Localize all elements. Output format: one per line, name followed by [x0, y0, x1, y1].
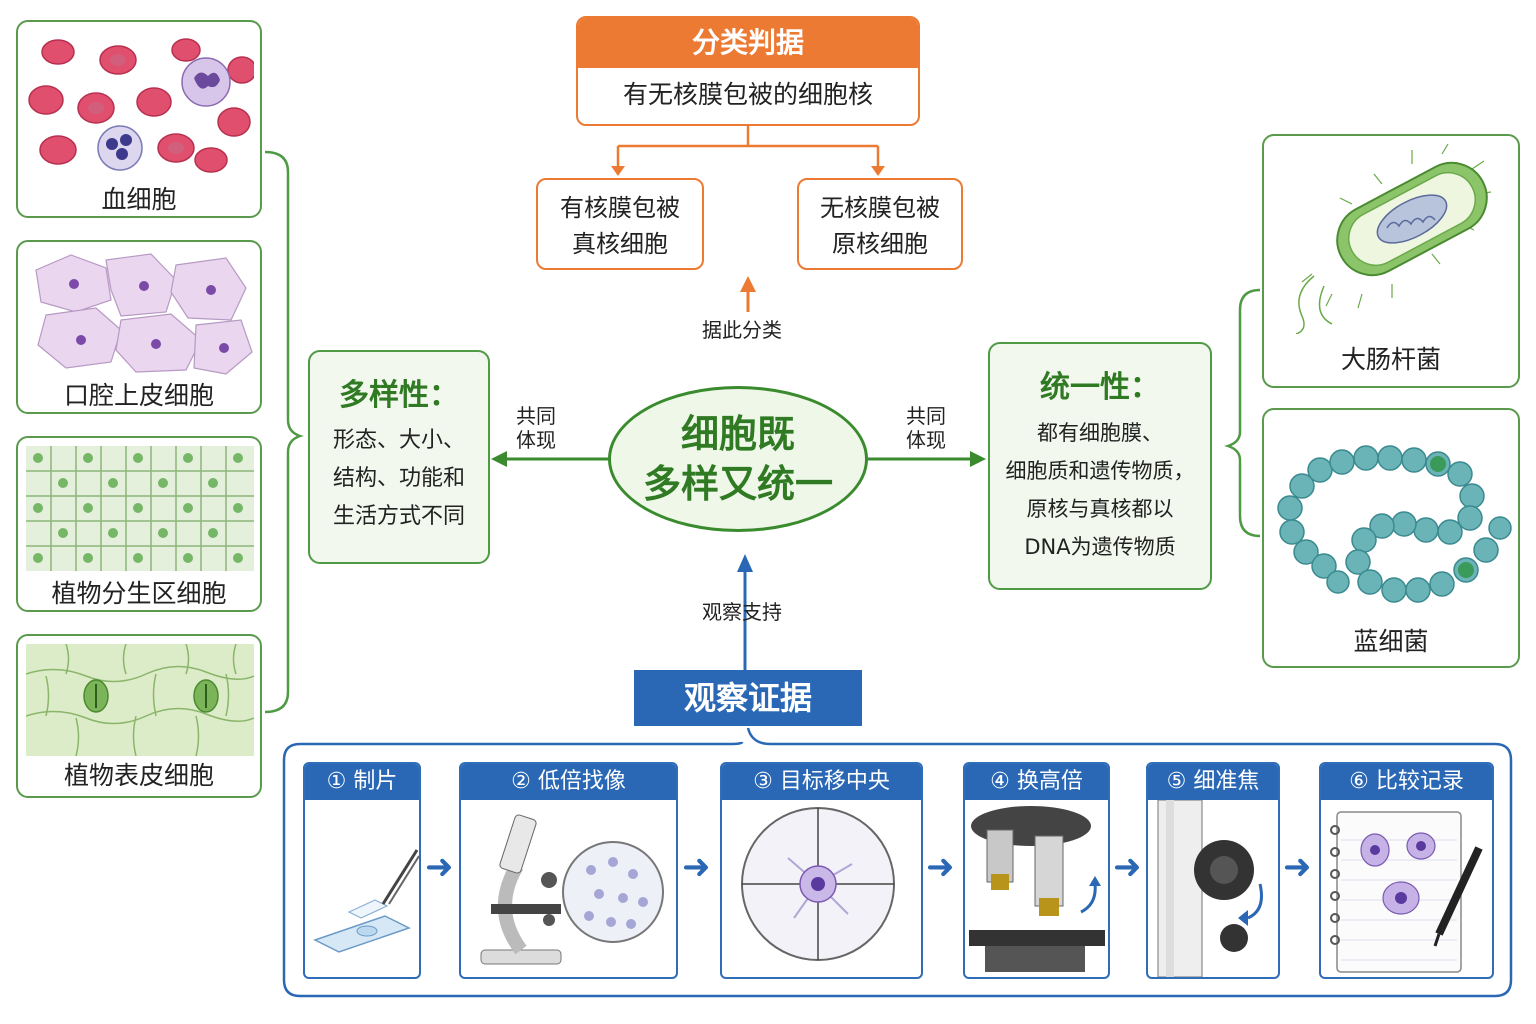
step-low-power: ② 低倍找像: [459, 762, 678, 979]
step-make-slide: ① 制片: [303, 762, 421, 979]
cyanobacteria-illustration: [1277, 445, 1512, 603]
card-blood-cell: 血细胞: [16, 20, 262, 218]
step-arrow-1: ➜: [425, 847, 454, 887]
caption-ecoli: 大肠杆菌: [1340, 345, 1441, 374]
card-cyanobacteria: 蓝细菌: [1262, 408, 1520, 668]
slide-making-icon: [313, 849, 419, 953]
step-6-header: ⑥ 比较记录: [1321, 764, 1492, 800]
caption-oral-epithelial: 口腔上皮细胞: [63, 381, 214, 410]
common-left-line2: 体现: [516, 428, 556, 452]
oral-epithelial-illustration: [35, 253, 253, 375]
center-ellipse: 细胞既 多样又统一: [608, 386, 868, 532]
card-oral-epithelial: 口腔上皮细胞: [16, 240, 262, 414]
criterion-box: 分类判据 有无核膜包被的细胞核: [576, 16, 920, 126]
caption-meristem: 植物分生区细胞: [51, 579, 227, 608]
prokaryote-box: 无核膜包被 原核细胞: [797, 178, 963, 270]
fine-focus-knob-icon: [1157, 799, 1263, 977]
support-label: 观察支持: [702, 600, 782, 624]
step-3-header: ③ 目标移中央: [722, 764, 921, 800]
card-epidermis: 植物表皮细胞: [16, 634, 262, 798]
caption-blood-cell: 血细胞: [101, 185, 177, 214]
caption-cyanobacteria: 蓝细菌: [1353, 627, 1429, 656]
diversity-line3: 生活方式不同: [332, 504, 465, 529]
unity-title: 统一性：: [1040, 370, 1160, 405]
common-right-line2: 体现: [906, 428, 946, 452]
common-left-label: 共同 体现: [516, 404, 556, 452]
common-right-line1: 共同: [906, 404, 946, 428]
step-2-header: ② 低倍找像: [461, 764, 676, 800]
step-center-target: ③ 目标移中央: [720, 762, 923, 979]
evidence-title: 观察证据: [634, 670, 862, 726]
microscope-low-icon: [480, 814, 664, 965]
diversity-line1: 形态、大小、: [332, 428, 465, 453]
eukaryote-line1: 有核膜包被: [560, 194, 680, 222]
unity-line3: 原核与真核都以: [1026, 497, 1174, 521]
unity-line2: 细胞质和遗传物质，: [1005, 459, 1195, 483]
card-meristem: 植物分生区细胞: [16, 436, 262, 612]
step-arrow-4: ➜: [1113, 847, 1142, 887]
notebook-icon: [1330, 811, 1483, 973]
common-right-label: 共同 体现: [906, 404, 946, 452]
step-fine-focus: ⑤ 细准焦: [1146, 762, 1280, 979]
caption-epidermis: 植物表皮细胞: [63, 761, 214, 790]
objective-lens-icon: [969, 806, 1105, 972]
unity-box: 统一性： 都有细胞膜、 细胞质和遗传物质， 原核与真核都以 DNA为遗传物质: [988, 342, 1212, 590]
meristem-illustration: [26, 446, 254, 571]
common-left-line1: 共同: [516, 404, 556, 428]
prokaryote-line1: 无核膜包被: [820, 194, 940, 222]
center-line2: 多样又统一: [642, 462, 833, 506]
prokaryote-line2: 原核细胞: [832, 230, 928, 258]
eukaryote-line2: 真核细胞: [572, 230, 668, 258]
epidermis-illustration: [26, 644, 254, 756]
diversity-box: 多样性： 形态、大小、 结构、功能和 生活方式不同: [308, 350, 490, 564]
diversity-title: 多样性：: [339, 378, 459, 413]
step-4-header: ④ 换高倍: [965, 764, 1108, 800]
center-line1: 细胞既: [680, 412, 795, 456]
blood-cell-illustration: [28, 38, 254, 173]
criterion-text: 有无核膜包被的细胞核: [622, 80, 873, 109]
step-arrow-5: ➜: [1283, 847, 1312, 887]
card-ecoli: 大肠杆菌: [1262, 134, 1520, 388]
step-arrow-3: ➜: [926, 847, 955, 887]
eukaryote-box: 有核膜包被 真核细胞: [536, 178, 704, 270]
step-compare-record: ⑥ 比较记录: [1319, 762, 1494, 979]
step-5-header: ⑤ 细准焦: [1148, 764, 1278, 800]
step-high-power: ④ 换高倍: [963, 762, 1110, 979]
criterion-title: 分类判据: [578, 18, 918, 68]
field-of-view-icon: [741, 807, 895, 961]
ecoli-illustration: [1295, 144, 1492, 334]
step-arrow-2: ➜: [682, 847, 711, 887]
diversity-line2: 结构、功能和: [332, 466, 465, 491]
step-1-header: ① 制片: [305, 764, 419, 800]
unity-line1: 都有细胞膜、: [1037, 421, 1163, 445]
classify-label: 据此分类: [702, 318, 782, 342]
unity-line4: DNA为遗传物质: [1024, 535, 1176, 559]
